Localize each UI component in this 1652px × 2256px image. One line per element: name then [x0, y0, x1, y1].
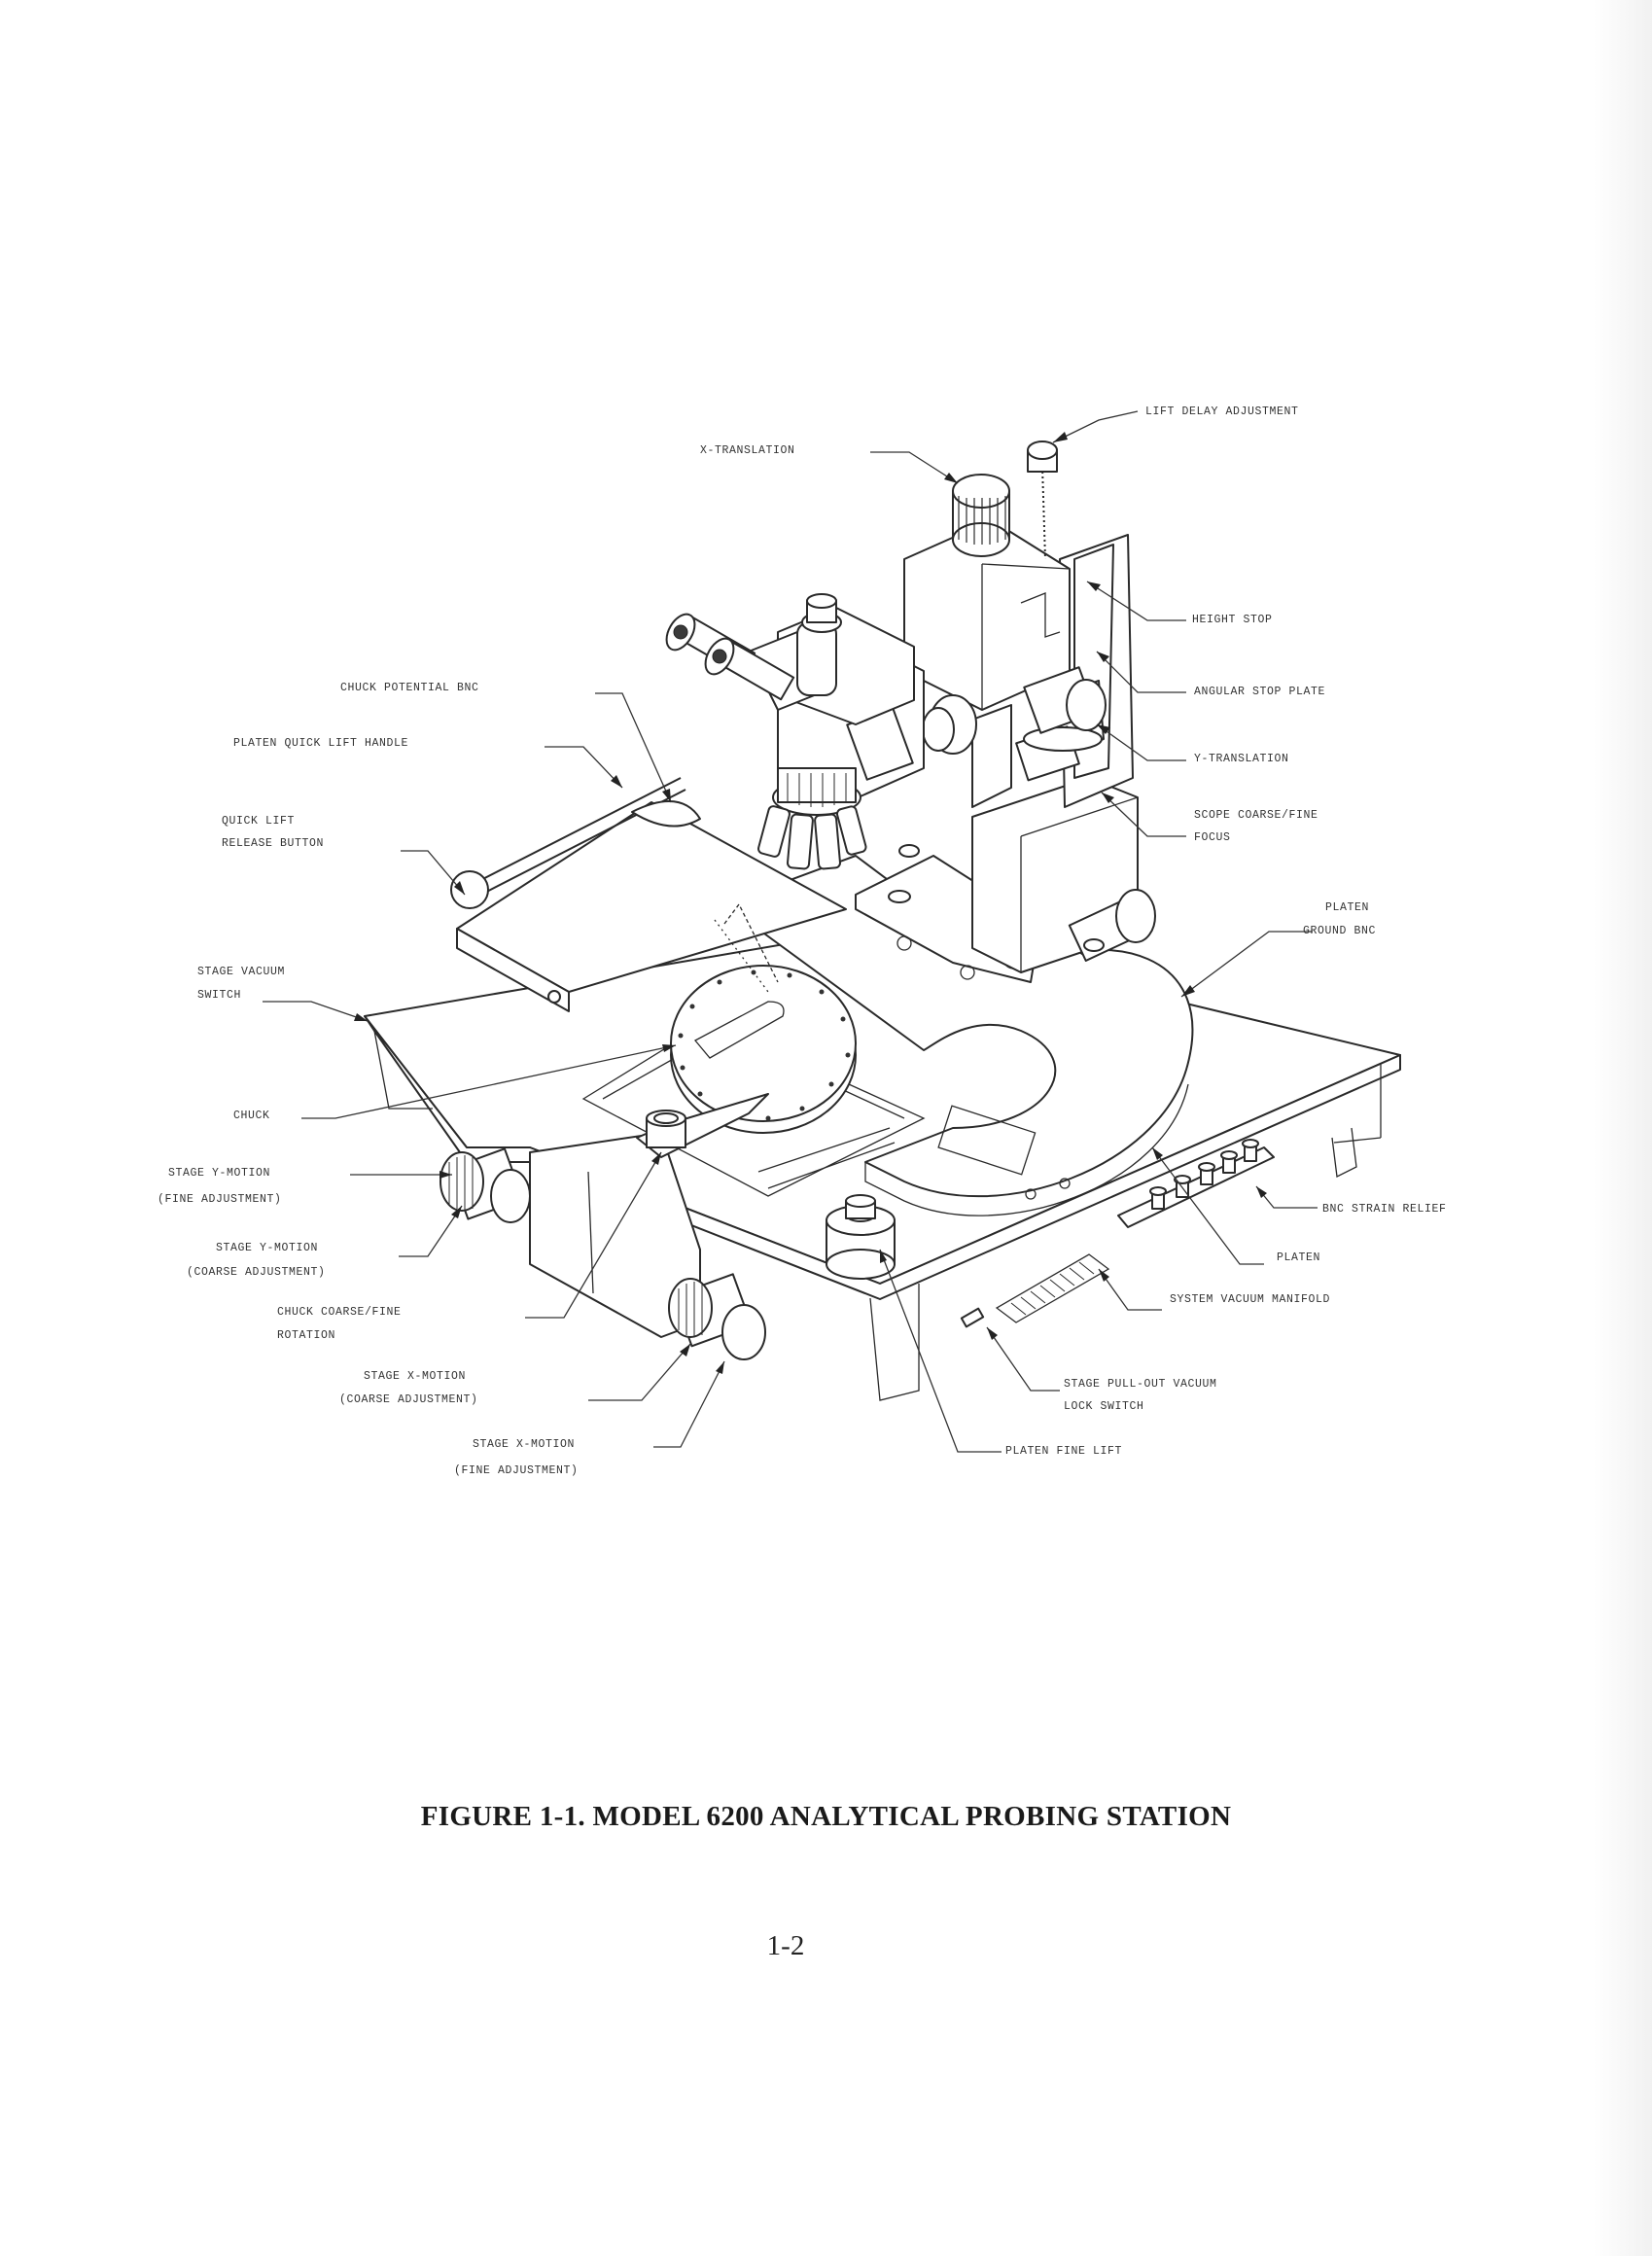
label-platen-ground-bnc-line2: GROUND BNC [1303, 925, 1376, 937]
objectives [757, 805, 867, 870]
vacuum-manifold [960, 1253, 1110, 1328]
stage-knobs [439, 1147, 766, 1360]
label-platen-quick-lift-handle: PLATEN QUICK LIFT HANDLE [233, 737, 408, 750]
label-chuck-coarse-fine-rotation-line1: CHUCK COARSE/FINE [277, 1306, 402, 1319]
u-platen [723, 855, 1194, 1216]
label-chuck-coarse-fine-rotation-line2: ROTATION [277, 1329, 335, 1342]
microscope-head [665, 593, 925, 816]
callout-labels: LIFT DELAY ADJUSTMENT X-TRANSLATION HEIG… [158, 405, 1447, 1477]
label-quick-lift-release-button-line1: QUICK LIFT [222, 815, 295, 828]
platen-fine-lift-knob [826, 1194, 896, 1280]
figure-caption: FIGURE 1-1. MODEL 6200 ANALYTICAL PROBIN… [420, 1801, 1232, 1832]
label-stage-vacuum-switch-line2: SWITCH [197, 989, 241, 1002]
label-chuck-potential-bnc: CHUCK POTENTIAL BNC [340, 682, 479, 694]
label-stage-x-motion-fine-line1: STAGE X-MOTION [473, 1438, 575, 1451]
chuck-assembly [581, 902, 926, 1197]
chuck-rotation-knob [636, 1093, 769, 1158]
label-stage-y-motion-coarse-line1: STAGE Y-MOTION [216, 1242, 318, 1254]
label-stage-vacuum-switch-line1: STAGE VACUUM [197, 966, 285, 978]
label-stage-pull-out-vacuum-lock-switch-line1: STAGE PULL-OUT VACUUM [1064, 1378, 1217, 1391]
label-stage-pull-out-vacuum-lock-switch-line2: LOCK SWITCH [1064, 1400, 1144, 1413]
label-system-vacuum-manifold: SYSTEM VACUUM MANIFOLD [1170, 1293, 1330, 1306]
label-stage-y-motion-coarse-line2: (COARSE ADJUSTMENT) [187, 1266, 326, 1279]
label-platen: PLATEN [1277, 1251, 1320, 1264]
label-stage-y-motion-fine-line2: (FINE ADJUSTMENT) [158, 1193, 282, 1206]
label-platen-ground-bnc-line1: PLATEN [1325, 901, 1369, 914]
label-height-stop: HEIGHT STOP [1192, 614, 1273, 626]
label-stage-x-motion-fine-line2: (FINE ADJUSTMENT) [454, 1464, 579, 1477]
probing-station-drawing [364, 441, 1401, 1401]
label-chuck: CHUCK [233, 1110, 270, 1122]
label-platen-fine-lift: PLATEN FINE LIFT [1005, 1445, 1122, 1458]
label-scope-coarse-fine-focus-line1: SCOPE COARSE/FINE [1194, 809, 1318, 822]
label-y-translation: Y-TRANSLATION [1194, 753, 1289, 765]
scan-page-edge [1594, 0, 1652, 2256]
label-bnc-strain-relief: BNC STRAIN RELIEF [1322, 1203, 1447, 1216]
label-scope-coarse-fine-focus-line2: FOCUS [1194, 831, 1231, 844]
top-knobs [952, 441, 1103, 752]
label-stage-x-motion-coarse-line1: STAGE X-MOTION [364, 1370, 466, 1383]
label-lift-delay-adjustment: LIFT DELAY ADJUSTMENT [1145, 405, 1299, 418]
label-stage-y-motion-fine-line1: STAGE Y-MOTION [168, 1167, 270, 1180]
label-quick-lift-release-button-line2: RELEASE BUTTON [222, 837, 324, 850]
label-x-translation: X-TRANSLATION [700, 444, 795, 457]
label-stage-x-motion-coarse-line2: (COARSE ADJUSTMENT) [339, 1393, 478, 1406]
leader-lines [263, 410, 1318, 1453]
side-knobs [922, 666, 1156, 962]
quick-lift-arm [450, 777, 847, 1012]
page-number: 1-2 [766, 1930, 805, 1961]
label-angular-stop-plate: ANGULAR STOP PLATE [1194, 686, 1325, 698]
